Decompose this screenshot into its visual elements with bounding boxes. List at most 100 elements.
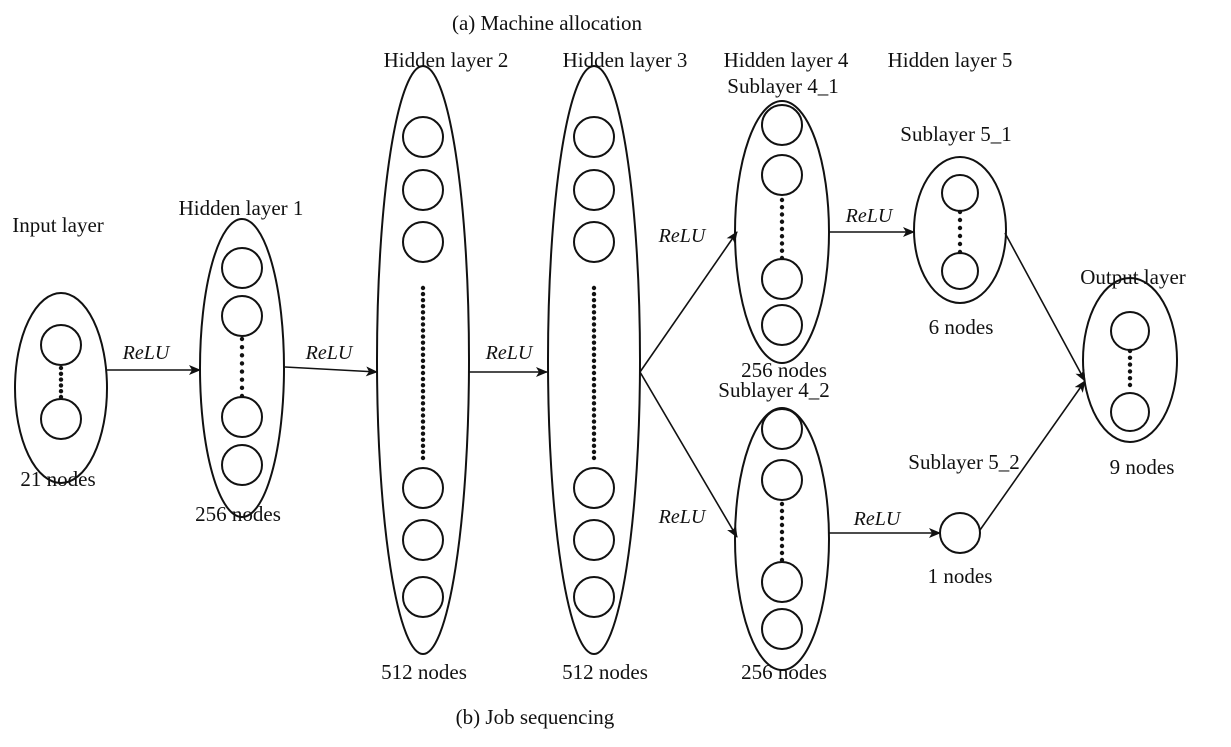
hidden-2-ellipsis-dot — [420, 310, 426, 315]
relu-label-s41-s51: ReLU — [845, 205, 894, 227]
hidden-3-ellipsis-dot — [591, 334, 597, 339]
hidden-3-ellipsis-dot — [591, 425, 597, 430]
hidden-layer-1-title: Hidden layer 1 — [179, 196, 304, 220]
hidden-2-node — [402, 116, 444, 158]
hidden-3-ellipsis-dot — [591, 297, 597, 303]
hidden-layer-5-title: Hidden layer 5 — [888, 48, 1013, 72]
sub-5-1-ellipsis-dot — [957, 225, 963, 231]
relu-label-h2-h3: ReLU — [485, 342, 534, 364]
sublayer-4-2-count: 256 nodes — [741, 660, 827, 684]
hidden-2-ellipsis-dot — [420, 437, 426, 442]
hidden-2-ellipsis-dot — [420, 407, 426, 412]
sub-4-2-node — [761, 459, 803, 501]
hidden-2-outline — [376, 65, 470, 655]
edge-h3-s41 — [639, 231, 738, 373]
hidden-2-ellipsis-dot — [420, 449, 426, 455]
input-ellipsis-dot — [58, 383, 64, 388]
edge-s51-output — [1004, 232, 1086, 382]
input-ellipsis-dot — [58, 394, 64, 400]
sublayer-5-1-title: Sublayer 5_1 — [900, 122, 1011, 146]
hidden-2-node — [402, 576, 444, 618]
sub-4-2-node — [761, 408, 803, 450]
hidden-2-node — [402, 169, 444, 211]
hidden-3-ellipsis-dot — [591, 376, 597, 382]
sub-4-2-ellipsis-dot — [779, 501, 785, 507]
hidden-3-ellipsis-dot — [591, 346, 597, 351]
sub-5-1-node — [941, 174, 979, 212]
hidden-2-ellipsis-dot — [420, 328, 426, 333]
hidden-3-ellipsis-dot — [591, 401, 597, 406]
sub-5-1-ellipsis-dot — [957, 249, 963, 255]
hidden-2-ellipsis-dot — [420, 395, 426, 400]
hidden-1-ellipsis-dot — [239, 369, 245, 374]
hidden-1-ellipsis-dot — [239, 344, 245, 350]
hidden-layer-2-count: 512 nodes — [381, 660, 467, 684]
hidden-2-ellipsis-dot — [420, 297, 426, 303]
output-layer — [1082, 277, 1178, 443]
sublayer-4-1-count: 256 nodes — [741, 358, 827, 382]
hidden-2-ellipsis-dot — [420, 340, 426, 345]
hidden-3-node — [573, 467, 615, 509]
sublayer-5-2-title: Sublayer 5_2 — [908, 450, 1019, 474]
hidden-3-ellipsis-dot — [591, 437, 597, 442]
hidden-2-ellipsis-dot — [420, 443, 426, 449]
hidden-1-node — [221, 295, 263, 337]
input-outline — [14, 292, 108, 484]
input-ellipsis-dot — [58, 365, 64, 371]
hidden-3-ellipsis-dot — [591, 443, 597, 449]
sub-5-1-ellipsis-dot — [957, 233, 963, 239]
sub-5-1-ellipsis-dot — [957, 241, 963, 247]
hidden-3-node — [573, 576, 615, 618]
hidden-3-ellipsis-dot — [591, 395, 597, 400]
output-ellipsis-dot — [1127, 376, 1133, 381]
hidden-layer-2-title: Hidden layer 2 — [384, 48, 509, 72]
hidden-3-ellipsis-dot — [591, 358, 597, 364]
hidden-3-ellipsis-dot — [591, 431, 597, 436]
sub-4-1-ellipsis-dot — [779, 212, 785, 217]
relu-label-s42-s52: ReLU — [853, 508, 902, 530]
sub-4-2-node — [761, 561, 803, 603]
sublayer-5-2-count: 1 nodes — [928, 564, 993, 588]
hidden-2-ellipsis-dot — [420, 425, 426, 430]
hidden-1-node — [221, 444, 263, 486]
hidden-1-layer — [199, 218, 285, 518]
hidden-3-ellipsis-dot — [591, 389, 597, 394]
hidden-1-ellipsis-dot — [239, 385, 245, 391]
hidden-3-ellipsis-dot — [591, 419, 597, 424]
hidden-3-ellipsis-dot — [591, 304, 597, 309]
hidden-1-ellipsis-dot — [239, 353, 245, 358]
output-ellipsis-dot — [1127, 355, 1133, 360]
sub-4-2-ellipsis-dot — [779, 557, 785, 563]
hidden-3-outline — [547, 65, 641, 655]
hidden-2-ellipsis-dot — [420, 316, 426, 321]
hidden-3-ellipsis-dot — [591, 352, 597, 357]
sub-5-1-node — [941, 252, 979, 290]
output-layer-count: 9 nodes — [1110, 455, 1175, 479]
hidden-2-ellipsis-dot — [420, 364, 426, 370]
hidden-2-ellipsis-dot — [420, 358, 426, 364]
hidden-1-ellipsis-dot — [239, 361, 245, 366]
input-ellipsis-dot — [58, 371, 64, 376]
sub-4-1-ellipsis-dot — [779, 255, 785, 261]
hidden-3-node — [573, 116, 615, 158]
sub-4-2-ellipsis-dot — [779, 508, 785, 514]
output-ellipsis-dot — [1127, 369, 1133, 374]
hidden-3-ellipsis-dot — [591, 340, 597, 345]
hidden-3-node — [573, 221, 615, 263]
hidden-1-ellipsis-dot — [239, 377, 245, 382]
hidden-layer-1-count: 256 nodes — [195, 502, 281, 526]
sub-4-2-ellipsis-dot — [779, 515, 785, 521]
input-ellipsis-dot — [58, 377, 64, 382]
hidden-2-ellipsis-dot — [420, 285, 426, 291]
hidden-2-ellipsis-dot — [420, 413, 426, 418]
hidden-3-ellipsis-dot — [591, 413, 597, 418]
hidden-3-ellipsis-dot — [591, 370, 597, 376]
input-layer-title: Input layer — [12, 213, 104, 237]
input-ellipsis-dot — [58, 389, 64, 394]
hidden-3-ellipsis-dot — [591, 322, 597, 327]
sub-4-2-ellipsis-dot — [779, 529, 785, 535]
hidden-2-ellipsis-dot — [420, 376, 426, 382]
hidden-2-node — [402, 221, 444, 263]
sub-4-2-ellipsis-dot — [779, 522, 785, 528]
